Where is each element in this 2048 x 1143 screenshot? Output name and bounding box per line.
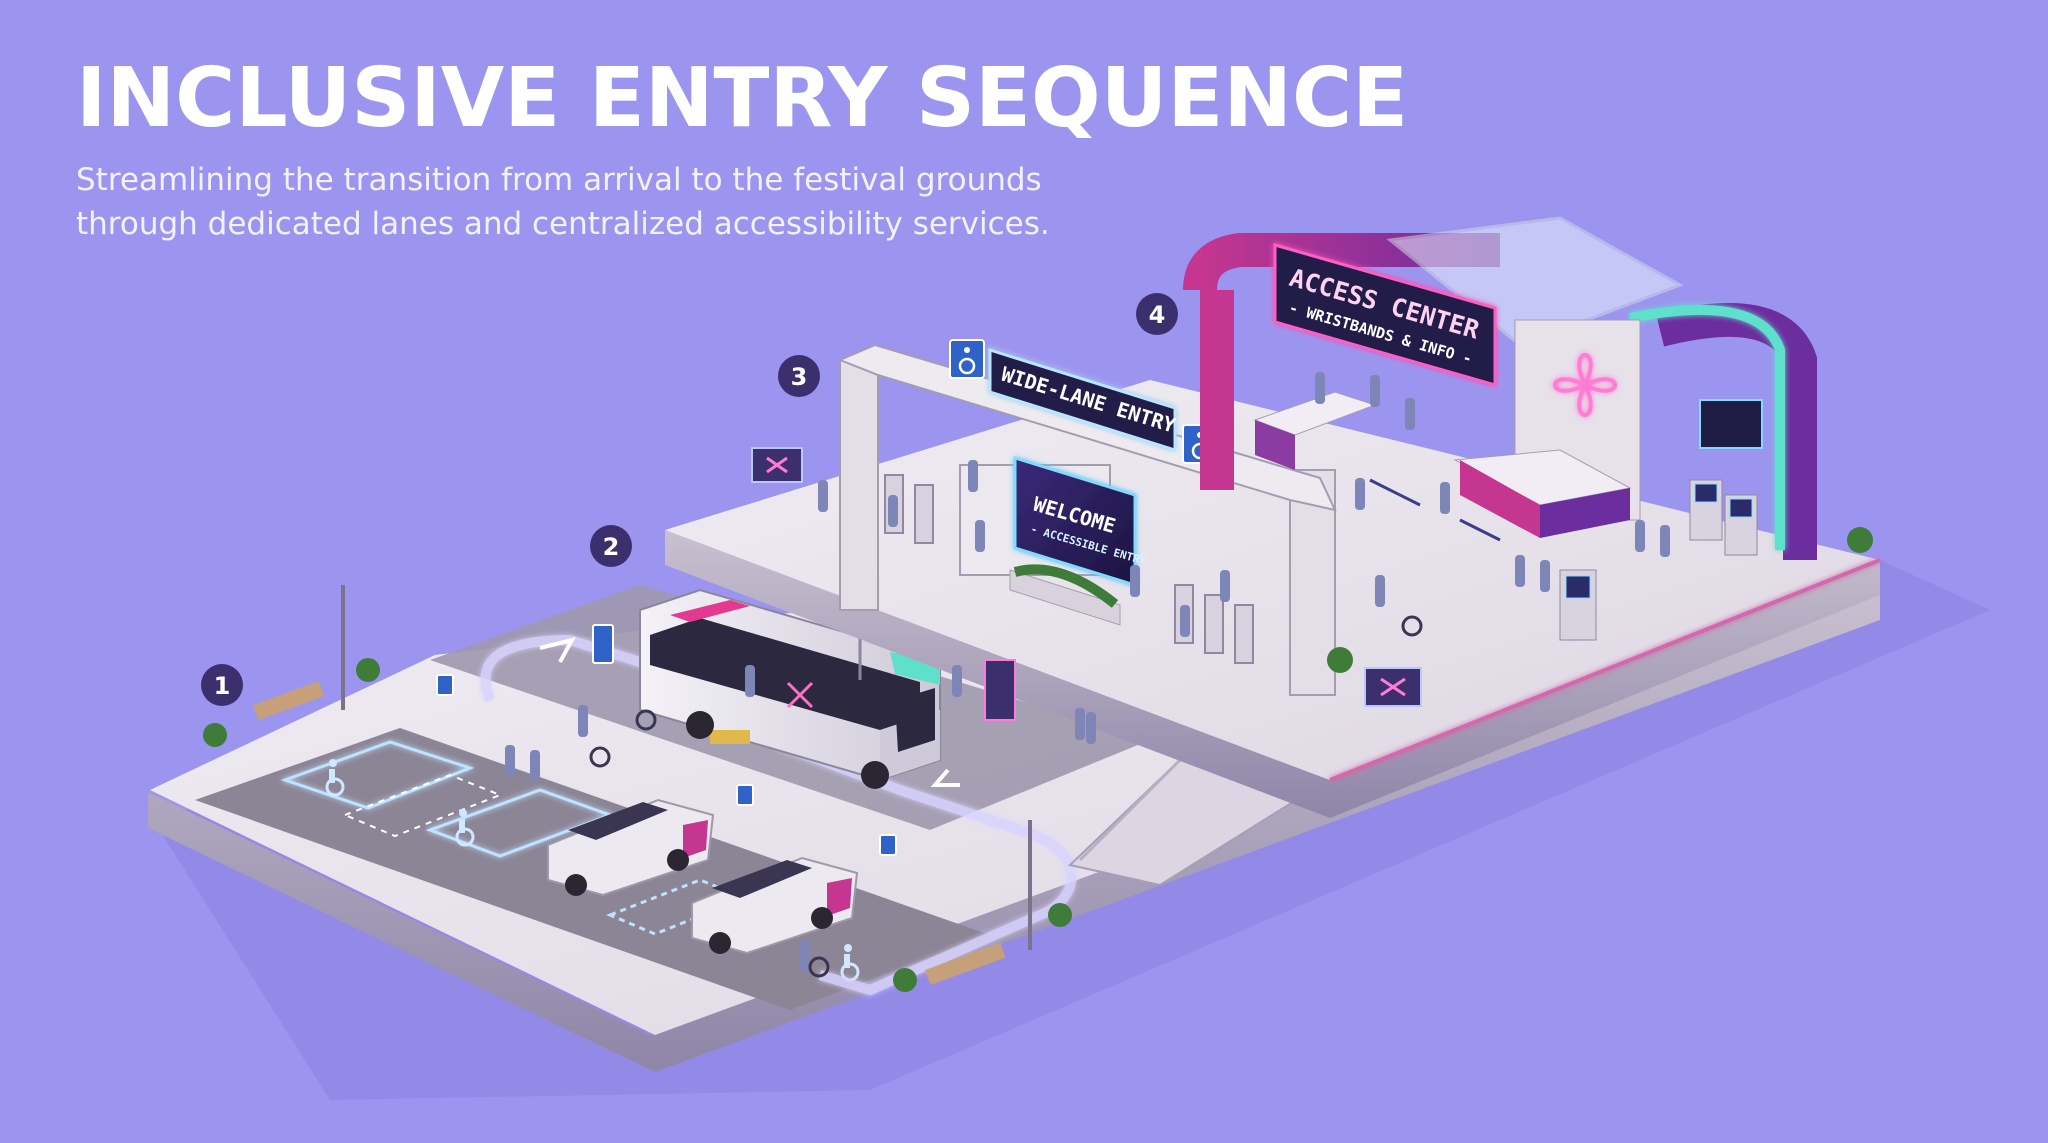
page-title: INCLUSIVE ENTRY SEQUENCE: [76, 51, 1409, 146]
wheelchair-icon: [592, 624, 614, 664]
arrow-icon: [930, 768, 960, 787]
kiosk-screen: [1729, 498, 1753, 518]
wheelchair-icon: [879, 834, 897, 856]
wheelchair-icon: [949, 339, 985, 379]
festival-logo-icon: [1553, 353, 1617, 417]
festival-banner: [1364, 667, 1422, 707]
step-marker-3: 3: [778, 355, 820, 397]
visitors: [505, 372, 1670, 972]
festival-logo-icon: [766, 456, 788, 474]
accessible-van-2: [691, 856, 859, 955]
kiosk-screen: [1565, 575, 1591, 599]
kiosk-screen: [1694, 483, 1718, 503]
arrow-icon: [539, 636, 576, 663]
page-subtitle: Streamlining the transition from arrival…: [76, 158, 1176, 246]
step-marker-3-number: 3: [791, 363, 808, 391]
accessible-bay-1: [280, 740, 475, 810]
wheelchair-icon: [455, 809, 475, 847]
accessible-van-1: [547, 798, 715, 897]
plant-pot: [203, 527, 1873, 992]
bench: [924, 942, 1006, 986]
planter: [1009, 569, 1121, 626]
planter-greenery: [1013, 564, 1119, 608]
step-marker-4: 4: [1136, 293, 1178, 335]
step-marker-1: 1: [201, 664, 243, 706]
subtitle-line-1: Streamlining the transition from arrival…: [76, 162, 1042, 198]
step-marker-1-number: 1: [214, 672, 231, 700]
info-display-board: [1699, 399, 1763, 449]
welcome-screen: WELCOME - ACCESSIBLE ENTRY: [1013, 455, 1148, 588]
subtitle-line-2: through dedicated lanes and centralized …: [76, 206, 1050, 242]
wheelchair-icon: [736, 784, 754, 806]
hatched-bay: [342, 773, 503, 838]
info-desk-2: [1453, 449, 1632, 538]
festival-banner: [984, 659, 1016, 721]
wheelchair-icon: [436, 674, 454, 696]
festival-logo-icon: [1380, 677, 1406, 697]
festival-logo-icon: [786, 681, 814, 709]
accessible-route-path: [480, 634, 1077, 996]
upper-edge-glow: [1329, 558, 1881, 782]
wheelchair-users: [589, 615, 1423, 978]
queue-barrier: [1369, 478, 1501, 542]
lamp-post: [341, 585, 1032, 950]
step-marker-2-number: 2: [603, 533, 620, 561]
wheelchair-icon: [325, 759, 345, 797]
upper-platform-side: [665, 530, 1880, 818]
step-marker-2: 2: [590, 525, 632, 567]
step-marker-4-number: 4: [1149, 301, 1166, 329]
bench: [253, 681, 325, 721]
accessible-shuttle-bus: [639, 588, 941, 789]
festival-banner: [751, 447, 803, 483]
